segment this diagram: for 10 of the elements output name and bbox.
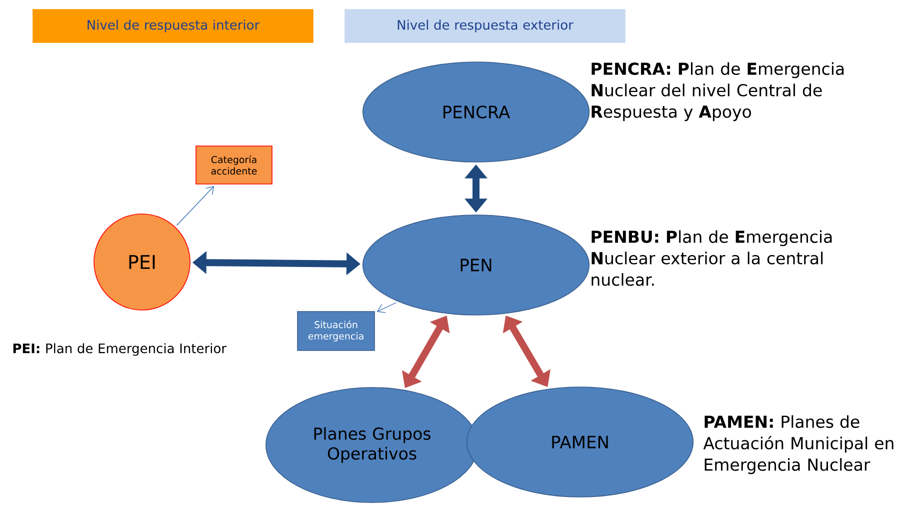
category-box: Categoría accidente: [196, 146, 272, 184]
arrow: [376, 302, 397, 313]
description-text: PENBU: Plan de Emergencia Nuclear exterior a la central nuclear.: [592, 230, 832, 286]
description-text: PEI: Plan de Emergencia Interior: [13, 343, 227, 356]
situation-box: Situación emergencia: [297, 311, 375, 351]
level-band: Nivel de respuesta exterior: [344, 9, 626, 43]
arrow: [176, 186, 214, 226]
description-text: PAMEN: Planes de Actuación Municipal en Emergencia Nuclear: [703, 415, 894, 474]
description-text: PENCRA: Plan de Emergencia Nuclear del nivel Central de Respuesta y Apoyo: [592, 62, 844, 122]
level-band: Nivel de respuesta interior: [32, 9, 314, 43]
